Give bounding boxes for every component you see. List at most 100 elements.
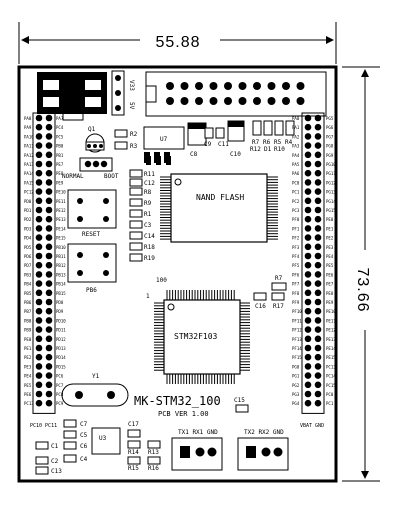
svg-text:C1: C1 — [51, 443, 59, 450]
header-pin-label: PG6 — [326, 125, 334, 130]
header-pin-label: PG12 — [326, 180, 336, 185]
header-pin-label: PB10 — [56, 245, 66, 250]
svg-text:R1: R1 — [144, 211, 152, 218]
header-pin — [304, 114, 312, 122]
header-pin-label: PA1 — [292, 125, 300, 130]
header-pin-label: PF6 — [292, 272, 300, 277]
pcb-version: PCB VER 1.00 — [158, 410, 209, 418]
svg-text:TX1 RX1 GND: TX1 RX1 GND — [178, 429, 218, 436]
height-dimension: 73.66 — [342, 66, 380, 482]
svg-text:R18: R18 — [144, 244, 155, 251]
header-pin — [35, 169, 43, 177]
header-pin — [304, 298, 312, 306]
header-pin-label: PG14 — [326, 199, 336, 204]
header-pin-label: PE12 — [56, 208, 66, 213]
header-pin — [314, 372, 322, 379]
header-pin — [314, 381, 322, 389]
header-pin — [304, 197, 312, 205]
header-pin — [314, 363, 322, 370]
pb6-button: PB6 — [67, 243, 117, 294]
svg-text:Y1: Y1 — [92, 373, 100, 380]
svg-text:R14: R14 — [128, 449, 139, 456]
header-pin — [35, 188, 43, 195]
header-pin-label: PA10 — [24, 134, 34, 139]
svg-text:100: 100 — [156, 277, 167, 284]
header-pin — [304, 160, 312, 168]
width-value: 55.88 — [155, 34, 200, 51]
header-pin — [304, 326, 312, 333]
header-pin — [314, 142, 322, 149]
header-pin-label: PC9 — [56, 401, 64, 406]
svg-text:R17: R17 — [273, 303, 284, 310]
header-pin — [45, 188, 53, 195]
svg-text:C15: C15 — [234, 397, 245, 404]
resistor-array-top-right: R7 R6 R5 R4 R12 D1 R10 — [250, 120, 295, 153]
r7-resistor-mid: R7 — [271, 275, 287, 291]
header-pin-label: PE7 — [56, 162, 64, 167]
header-pin — [45, 169, 53, 177]
jtag-pin — [238, 82, 247, 90]
jtag-pin — [166, 82, 174, 90]
r8-resistor: R8 — [129, 187, 152, 196]
header-pin — [45, 353, 53, 361]
svg-text:R10: R10 — [274, 146, 285, 153]
header-pin — [304, 179, 312, 186]
header-pin-label: PA0 — [292, 116, 300, 121]
board-outline — [17, 65, 338, 483]
header-pin-label: PG0 — [292, 364, 300, 369]
header-pin-label: PE6 — [24, 392, 32, 397]
stm32-mcu: STM32F103 100 1 — [146, 277, 250, 384]
header-pin-label: PG9 — [326, 153, 334, 158]
v5-label: 5V — [128, 102, 135, 110]
jtag-pin — [282, 82, 290, 90]
header-pin — [304, 169, 312, 177]
header-pin — [35, 289, 43, 297]
c10-capacitor: C10 — [227, 120, 245, 158]
header-pin-label: PE0 — [326, 217, 334, 222]
svg-text:R16: R16 — [148, 465, 159, 472]
header-pin — [314, 169, 322, 177]
header-pin-label: PF0 — [292, 217, 300, 222]
header-pin-label: PF15 — [292, 355, 302, 360]
jtag-pin — [267, 82, 276, 90]
header-pin-label: PD15 — [56, 364, 66, 369]
header-pin-label: PA13 — [24, 162, 34, 167]
left-header-bottom-label: PC10 PC11 — [30, 423, 57, 429]
r2-resistor: R2 — [114, 129, 138, 138]
header-pin-label: PE4 — [24, 374, 32, 379]
header-pin — [35, 317, 43, 324]
header-pin-label: PD13 — [56, 346, 66, 351]
header-pin-label: PE3 — [326, 245, 334, 250]
svg-text:R11: R11 — [144, 171, 155, 178]
header-pin — [35, 344, 43, 352]
header-pin-label: PD10 — [56, 318, 66, 323]
header-pin — [304, 372, 312, 379]
jtag-pin — [195, 82, 203, 90]
q1-transistor: Q1 — [85, 126, 105, 153]
header-pin — [35, 353, 43, 361]
jtag-pin — [253, 97, 261, 105]
header-pin-label: PE5 — [326, 263, 334, 268]
header-pin-label: PE1 — [326, 226, 334, 231]
c17-capacitor: C17 — [127, 421, 141, 438]
jtag-pin — [195, 97, 203, 105]
header-pin — [35, 252, 43, 260]
header-pin-label: PB1 — [56, 153, 64, 158]
svg-text:R6: R6 — [263, 139, 271, 146]
header-pin-label: PA2 — [292, 134, 300, 139]
r11-resistor: R11 — [129, 169, 155, 178]
header-pin — [35, 298, 43, 306]
header-pin-label: PE6 — [326, 272, 334, 277]
svg-text:C12: C12 — [144, 180, 155, 187]
jtag-pin — [238, 97, 247, 105]
r18-resistor: R18 — [129, 242, 155, 251]
header-pin-label: PC1 — [326, 401, 334, 406]
header-pin-label: PA7 — [56, 116, 64, 121]
c16-capacitor: C16 — [253, 292, 267, 310]
header-pin — [45, 206, 53, 214]
header-pin — [304, 344, 312, 352]
header-pin-label: PB14 — [56, 282, 66, 287]
header-pin-label: PF5 — [292, 263, 300, 268]
svg-text:C7: C7 — [80, 421, 88, 428]
